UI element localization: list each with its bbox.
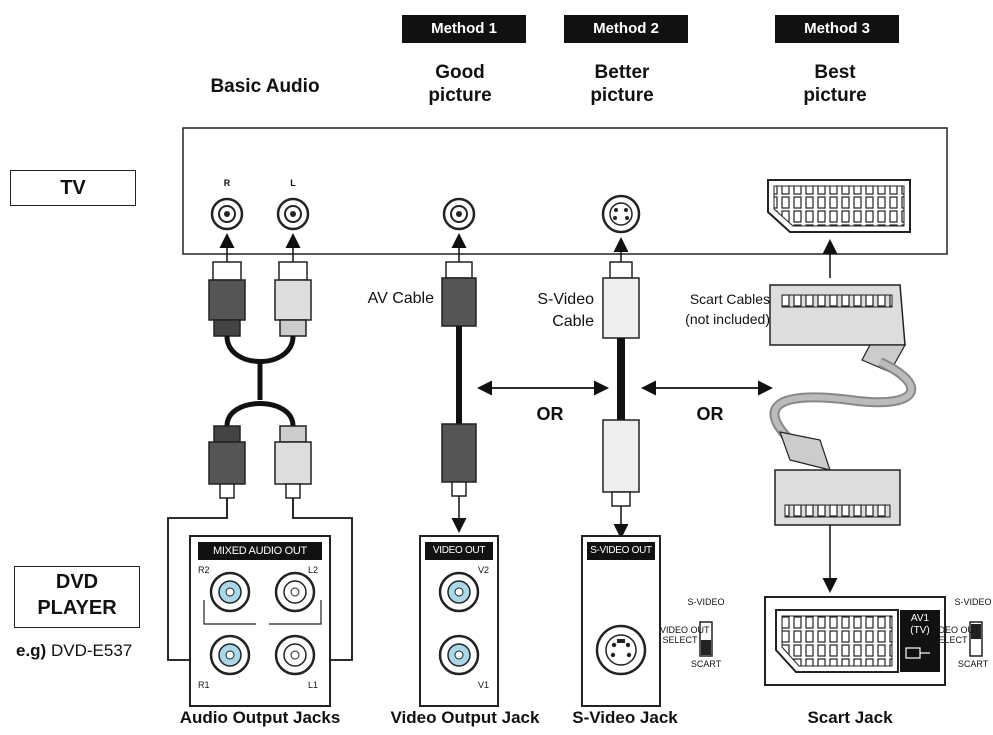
- method-3-title: Best picture: [803, 62, 867, 106]
- audio-cable-wire: [224, 335, 296, 364]
- jack-v2-label: V2: [478, 565, 490, 575]
- video-out-switch-2: [969, 621, 983, 657]
- audio-plugs-bottom: [208, 425, 312, 499]
- tv-audio-l-jack: [276, 197, 310, 231]
- video-out-header: VIDEO OUT: [425, 542, 493, 560]
- model-line: e.g) DVD-E537: [16, 641, 176, 661]
- switch2-top-label: S-VIDEO: [954, 597, 992, 607]
- method-2-title: Better picture: [590, 62, 654, 106]
- tv-audio-r-jack: [210, 197, 244, 231]
- dvd-video-jacks: [438, 571, 480, 676]
- av-cable-label: AV Cable: [367, 290, 434, 307]
- footer-svideo-jack: S-Video Jack: [572, 708, 678, 727]
- dvd-player-label: DVD PLAYER: [14, 566, 140, 628]
- av1-label: AV1 (TV): [910, 613, 930, 636]
- or-label-2: OR: [696, 404, 724, 424]
- tv-jack-l-label: L: [290, 178, 296, 188]
- scart-cable: [769, 284, 917, 526]
- tv-jack-r-label: R: [223, 178, 231, 188]
- basic-audio-title: Basic Audio: [210, 76, 320, 97]
- method-1-title: Good picture: [428, 62, 492, 106]
- method-3-badge: Method 3: [775, 15, 899, 43]
- svideo-out-header: S-VIDEO OUT: [587, 542, 655, 560]
- audio-plugs-top: [208, 261, 312, 337]
- mixed-audio-panel: [189, 535, 331, 707]
- jack-r2-label: R2: [198, 565, 210, 575]
- method-2-badge: Method 2: [564, 15, 688, 43]
- model-name: DVD-E537: [50, 641, 133, 660]
- scart-cable-label: Scart Cables (not included): [685, 291, 770, 328]
- svideo-cable: [602, 261, 640, 507]
- dvd-scart-jack: [775, 609, 899, 673]
- dvd-audio-jacks: [203, 571, 322, 676]
- svideo-cable-label: S-Video Cable: [537, 291, 594, 330]
- switch1-bottom-label: SCART: [690, 659, 722, 669]
- switch1-top-label: S-VIDEO: [687, 597, 725, 607]
- footer-audio-output-jacks: Audio Output Jacks: [179, 708, 341, 727]
- switch2-bottom-label: SCART: [957, 659, 989, 669]
- jack-l2-label: L2: [308, 565, 319, 575]
- model-prefix: e.g): [16, 641, 47, 660]
- av1-badge: [900, 610, 940, 672]
- or-label-1: OR: [536, 404, 564, 424]
- switch2-mid-label: VIDEO OUT SELECT: [930, 625, 980, 645]
- mixed-audio-header: MIXED AUDIO OUT: [198, 542, 322, 560]
- tv-svideo-jack: [601, 194, 641, 234]
- switch1-mid-label: VIDEO OUT SELECT: [660, 625, 710, 645]
- tv-label: TV: [10, 170, 136, 206]
- jack-l1-label: L1: [308, 680, 319, 690]
- video-out-switch-1: [699, 621, 713, 657]
- jack-r1-label: R1: [198, 680, 210, 690]
- footer-video-output-jack: Video Output Jack: [390, 708, 540, 727]
- dvd-svideo-jack: [595, 624, 647, 676]
- svideo-out-panel: [581, 535, 661, 707]
- method-1-badge: Method 1: [402, 15, 526, 43]
- av-cable: [441, 261, 477, 497]
- video-out-panel: [419, 535, 499, 707]
- jack-v1-label: V1: [478, 680, 490, 690]
- tv-video-jack: [442, 197, 476, 231]
- footer-scart-jack: Scart Jack: [807, 708, 893, 727]
- tv-scart-jack: [767, 179, 911, 233]
